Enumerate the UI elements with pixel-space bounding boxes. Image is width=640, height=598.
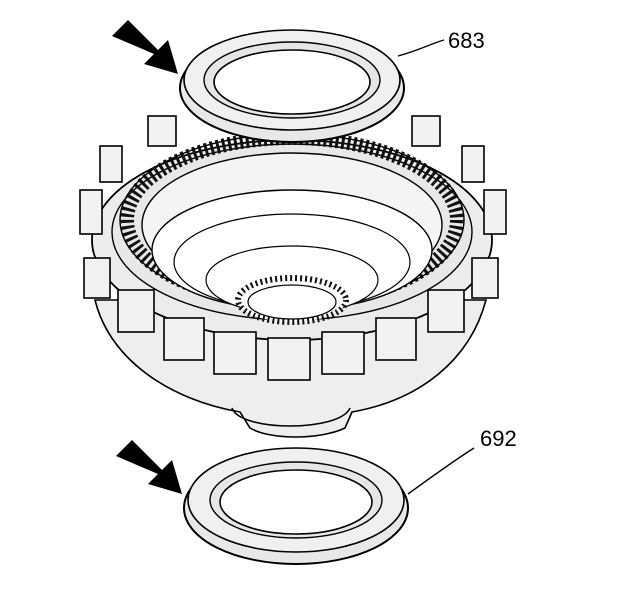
lug <box>375 317 417 361</box>
thrust-washer-bottom <box>183 447 409 565</box>
arrow-top-icon <box>112 20 178 74</box>
lug <box>163 317 205 361</box>
lug <box>213 331 257 375</box>
callout-label-bottom: 692 <box>480 426 517 451</box>
lug <box>147 115 177 147</box>
washer-top-bore <box>213 49 371 115</box>
thrust-washer-top <box>179 29 405 143</box>
lug <box>321 331 365 375</box>
gear-housing <box>79 115 507 438</box>
washer-bottom-bore <box>219 469 373 535</box>
lug <box>79 189 103 235</box>
lug <box>471 257 499 299</box>
arrow-bottom-icon <box>116 440 182 494</box>
lug <box>411 115 441 147</box>
lug <box>117 289 155 333</box>
lug <box>99 145 123 183</box>
lug <box>483 189 507 235</box>
drum-lugs <box>79 115 507 381</box>
lug <box>267 337 311 381</box>
lug <box>83 257 111 299</box>
leader-line-bottom <box>407 447 475 495</box>
center-spline-bore <box>247 284 337 320</box>
callout-label-top: 683 <box>448 28 485 53</box>
lug <box>461 145 485 183</box>
lug <box>427 289 465 333</box>
housing-hub-bottom <box>231 407 351 427</box>
leader-line-top <box>397 39 445 57</box>
